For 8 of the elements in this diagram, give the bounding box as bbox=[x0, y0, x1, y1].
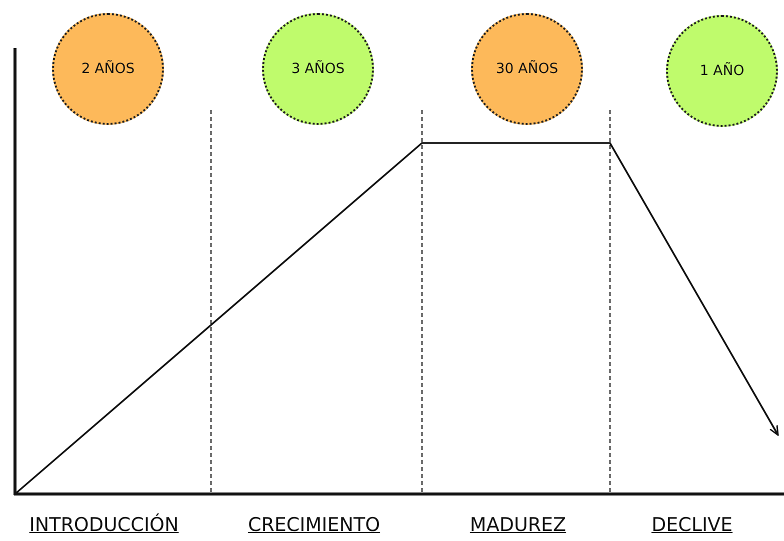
stage-label: INTRODUCCIÓN bbox=[29, 514, 179, 536]
duration-text: 2 AÑOS bbox=[81, 61, 135, 77]
duration-text: 3 AÑOS bbox=[291, 61, 345, 77]
duration-text: 30 AÑOS bbox=[496, 61, 558, 77]
duration-text: 1 AÑO bbox=[700, 63, 744, 79]
stage-label: CRECIMIENTO bbox=[248, 514, 380, 536]
stage-label: MADUREZ bbox=[470, 514, 566, 536]
stage-label: DECLIVE bbox=[651, 514, 733, 536]
